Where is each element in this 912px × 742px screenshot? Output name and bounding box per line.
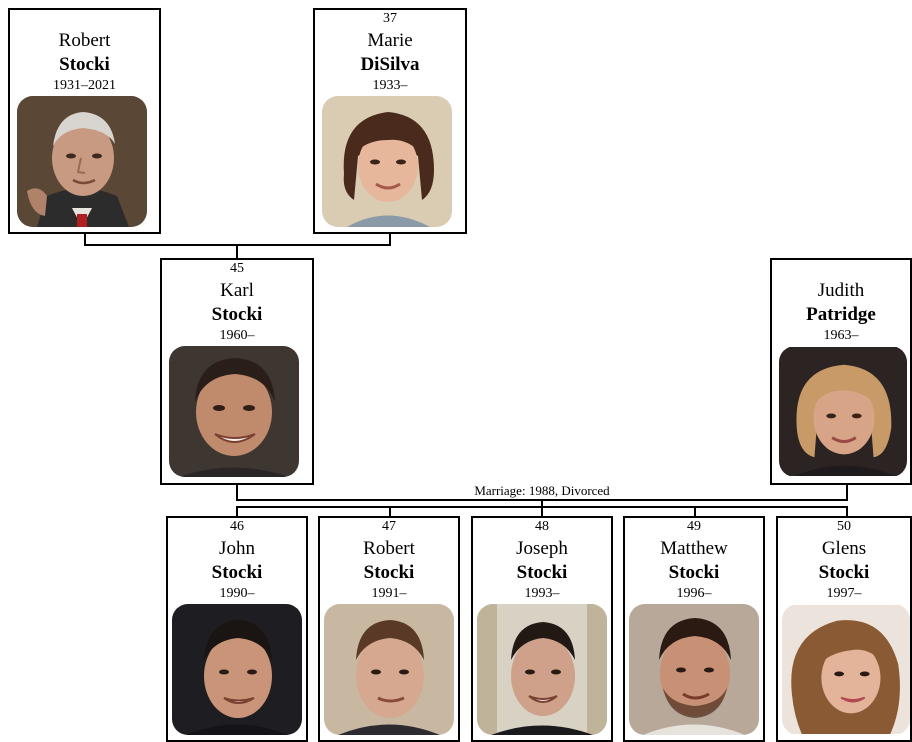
portrait-photo	[779, 346, 907, 477]
connector-line	[846, 484, 848, 501]
surname: Stocki	[818, 562, 870, 583]
portrait-photo	[477, 604, 607, 735]
connector-line	[389, 232, 391, 246]
connector-line	[846, 506, 848, 518]
person-number: 48	[535, 519, 549, 534]
given-name: Robert	[363, 538, 415, 559]
portrait-young-man-icon	[172, 604, 302, 735]
person-card-marie[interactable]: 37 Marie DiSilva 1933–	[313, 8, 467, 234]
marriage-label: Marriage: 1988, Divorced	[0, 483, 912, 498]
portrait-young-man-icon	[629, 604, 759, 735]
given-name: Robert	[58, 30, 111, 51]
life-years: 1963–	[823, 328, 859, 343]
portrait-photo	[172, 604, 302, 735]
portrait-photo	[17, 96, 147, 227]
portrait-young-man-icon	[324, 604, 454, 735]
surname: DiSilva	[360, 54, 420, 75]
marriage-label-text: Marriage: 1988, Divorced	[472, 483, 612, 498]
connector-line	[389, 506, 391, 518]
surname: Patridge	[806, 304, 876, 325]
life-years: 1933–	[372, 78, 408, 93]
person-card-judith[interactable]: Judith Patridge 1963–	[770, 258, 912, 485]
portrait-young-man-icon	[477, 604, 607, 735]
life-years: 1993–	[524, 586, 560, 601]
portrait-photo	[629, 604, 759, 735]
connector-line	[236, 244, 238, 260]
connector-line	[694, 506, 696, 518]
surname: Stocki	[363, 562, 415, 583]
surname: Stocki	[211, 562, 263, 583]
surname: Stocki	[211, 304, 263, 325]
life-years: 1997–	[826, 586, 862, 601]
given-name: Judith	[817, 280, 865, 301]
person-card-joseph[interactable]: 48 Joseph Stocki 1993–	[471, 516, 613, 742]
connector-line	[236, 506, 238, 518]
person-number: 45	[230, 261, 244, 276]
given-name: Marie	[367, 30, 413, 51]
surname: Stocki	[59, 54, 110, 75]
portrait-young-woman-icon	[782, 605, 910, 734]
given-name: Glens	[821, 538, 867, 559]
given-name: Matthew	[660, 538, 728, 559]
life-years: 1991–	[371, 586, 407, 601]
person-number: 49	[687, 519, 701, 534]
person-number: 47	[382, 519, 396, 534]
portrait-photo	[782, 604, 910, 735]
person-number: 50	[837, 519, 851, 534]
surname: Stocki	[516, 562, 568, 583]
person-card-john[interactable]: 46 John Stocki 1990–	[166, 516, 308, 742]
connector-line	[541, 506, 543, 518]
portrait-photo	[324, 604, 454, 735]
portrait-photo	[322, 96, 452, 227]
portrait-elderly-man-icon	[17, 96, 147, 227]
person-card-robert-jr[interactable]: 47 Robert Stocki 1991–	[318, 516, 460, 742]
given-name: Joseph	[516, 538, 568, 559]
person-number: 46	[230, 519, 244, 534]
given-name: John	[219, 538, 255, 559]
connector-line	[84, 232, 86, 246]
person-card-glens[interactable]: 50 Glens Stocki 1997–	[776, 516, 912, 742]
surname: Stocki	[668, 562, 720, 583]
life-years: 1990–	[219, 586, 255, 601]
connector-line	[541, 499, 543, 508]
person-card-karl[interactable]: 45 Karl Stocki 1960–	[160, 258, 314, 485]
portrait-photo	[169, 346, 299, 477]
portrait-man-icon	[169, 346, 299, 477]
connector-line	[236, 484, 238, 501]
person-number: 37	[383, 11, 397, 26]
portrait-vintage-young-woman-icon	[322, 96, 452, 227]
portrait-older-woman-icon	[779, 347, 907, 476]
person-card-matthew[interactable]: 49 Matthew Stocki 1996–	[623, 516, 765, 742]
life-years: 1996–	[676, 586, 712, 601]
life-years: 1960–	[219, 328, 255, 343]
life-years: 1931–2021	[53, 78, 116, 93]
person-card-robert-sr[interactable]: Robert Stocki 1931–2021	[8, 8, 161, 234]
given-name: Karl	[220, 280, 254, 301]
